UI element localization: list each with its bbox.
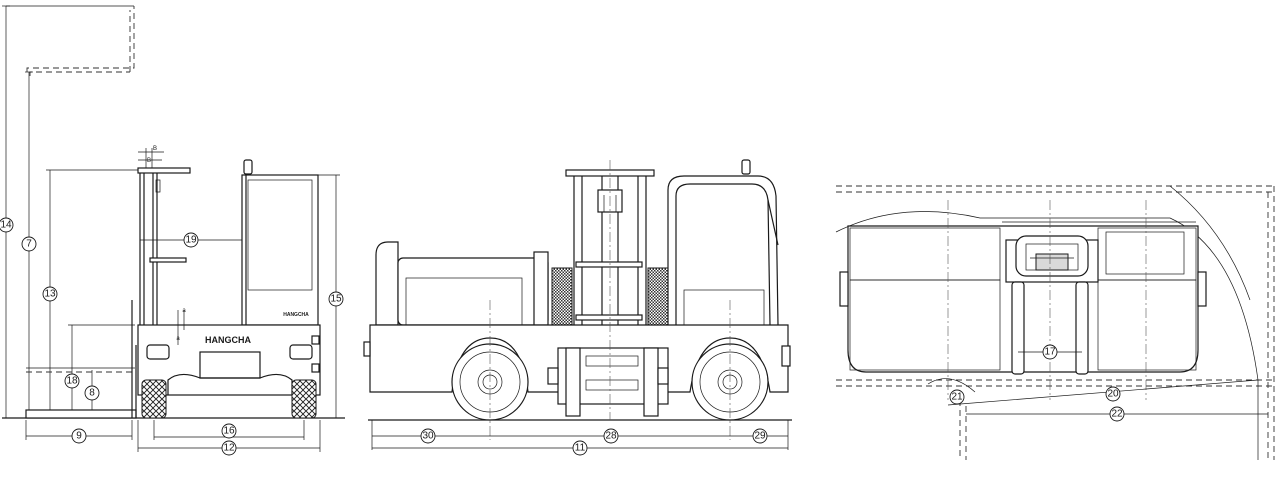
svg-text:18: 18 — [66, 376, 78, 387]
dim-line-18 — [68, 324, 135, 418]
svg-text:14: 14 — [0, 220, 12, 231]
svg-text:11: 11 — [575, 443, 586, 454]
callout-19: 19 — [183, 232, 199, 248]
svg-text:19: 19 — [185, 235, 197, 246]
callout-30: 30 — [420, 428, 436, 444]
top-aisle-lines — [836, 185, 1275, 460]
dim-line-20 — [947, 379, 1259, 406]
svg-text:22: 22 — [1111, 409, 1123, 420]
svg-text:9: 9 — [76, 431, 82, 442]
carriage-mark-b: a — [176, 336, 180, 342]
svg-text:28: 28 — [605, 431, 617, 442]
front-mast: B B — [137, 146, 191, 325]
svg-text:29: 29 — [754, 431, 766, 442]
carriage-mark-a: a — [182, 308, 186, 314]
front-right-wheel — [291, 379, 317, 419]
svg-text:15: 15 — [330, 294, 342, 305]
callout-8: 8 — [84, 385, 100, 401]
callout-22: 22 — [1109, 406, 1125, 422]
top-forks — [1011, 281, 1089, 375]
front-extended-mast — [26, 6, 135, 76]
top-carriage — [1005, 235, 1099, 283]
svg-text:17: 17 — [1044, 347, 1056, 358]
cabin-logo: HANGCHA — [283, 312, 309, 318]
callout-18: 18 — [64, 373, 80, 389]
svg-text:12: 12 — [223, 443, 235, 454]
callout-11: 11 — [572, 440, 588, 456]
svg-text:13: 13 — [44, 289, 56, 300]
side-view — [363, 159, 792, 450]
side-cabin — [667, 159, 779, 326]
svg-text:16: 16 — [223, 426, 235, 437]
side-mesh-right — [647, 267, 669, 329]
callout-13: 13 — [42, 286, 58, 302]
callout-9: 9 — [71, 428, 87, 444]
turning-arc — [835, 211, 1259, 460]
turning-arc-inner — [927, 378, 976, 393]
callout-7: 7 — [21, 236, 37, 252]
callout-14: 14 — [0, 217, 14, 233]
mast-top-mark-a: B — [147, 158, 151, 164]
svg-text:20: 20 — [1107, 389, 1119, 400]
callout-29: 29 — [752, 428, 768, 444]
svg-text:7: 7 — [26, 239, 32, 250]
callout-20: 20 — [1105, 386, 1121, 402]
front-chassis: HANGCHA a a — [137, 308, 321, 396]
side-mesh-left — [551, 267, 573, 329]
side-rear-compartment — [375, 241, 549, 326]
callout-17: 17 — [1042, 344, 1058, 360]
side-carriage — [547, 347, 669, 417]
front-fork — [25, 300, 137, 419]
callout-12: 12 — [221, 440, 237, 456]
front-logo: HANGCHA — [205, 335, 251, 345]
svg-text:8: 8 — [89, 388, 95, 399]
front-cabin: HANGCHA — [241, 159, 319, 326]
callout-15: 15 — [328, 291, 344, 307]
front-view: B B HANGCHA HANGCHA a — [2, 5, 345, 452]
mast-top-mark-b: B — [153, 146, 157, 152]
svg-text:30: 30 — [422, 431, 434, 442]
callouts: 14 7 13 19 15 18 8 9 16 12 30 28 29 11 1… — [0, 217, 1125, 456]
top-view — [835, 185, 1275, 460]
callout-28: 28 — [603, 428, 619, 444]
callout-21: 21 — [949, 389, 965, 405]
turning-arc-outer — [1169, 185, 1251, 301]
callout-16: 16 — [221, 423, 237, 439]
svg-text:21: 21 — [951, 392, 963, 403]
front-left-wheel — [141, 379, 167, 419]
